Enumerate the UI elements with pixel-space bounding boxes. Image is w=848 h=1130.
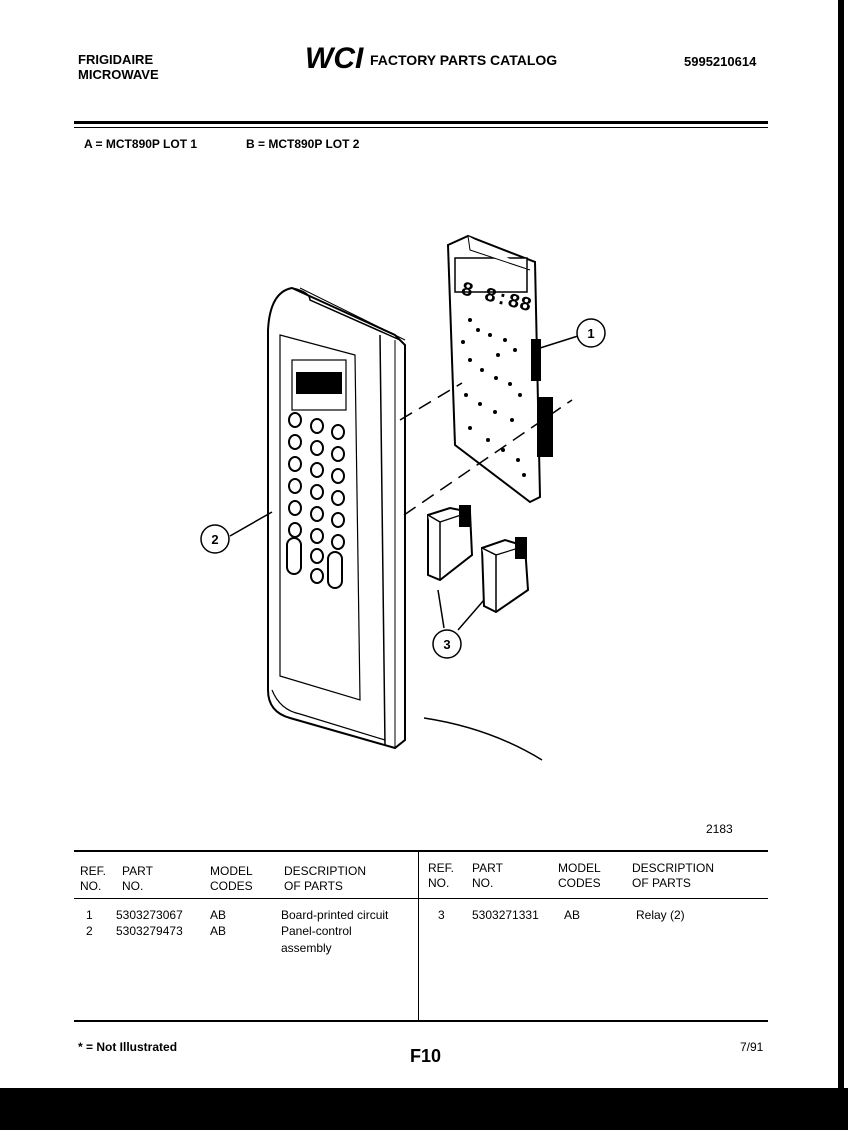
- not-illustrated-note: * = Not Illustrated: [78, 1040, 178, 1054]
- callout-1-label: 1: [587, 326, 594, 341]
- header-ref-no-right: REF. NO.: [428, 861, 455, 890]
- row-description-cont: assembly: [281, 941, 332, 955]
- row-part-no: 5303279473: [116, 924, 183, 938]
- callout-2: 2: [200, 524, 230, 554]
- page-date: 7/91: [740, 1040, 764, 1054]
- leader-lines: [229, 335, 579, 761]
- row-description: Relay (2): [636, 908, 685, 922]
- header-part-no-left: PART NO.: [122, 864, 153, 893]
- row-ref: 2: [86, 924, 93, 938]
- relay-drawings: [427, 505, 530, 614]
- wci-logo: WCI: [305, 42, 364, 72]
- logo-text: WCI: [305, 42, 364, 72]
- header-ref-no-left: REF. NO.: [80, 864, 107, 893]
- scan-border-bottom: [0, 1088, 848, 1130]
- row-part-no: 5303271331: [472, 908, 539, 922]
- table-header-rule: [74, 898, 768, 899]
- row-description: Board-printed circuit: [281, 908, 389, 922]
- catalog-title: FACTORY PARTS CATALOG: [370, 52, 558, 68]
- header-description-right: DESCRIPTION OF PARTS: [632, 861, 715, 890]
- row-model-codes: AB: [210, 908, 227, 922]
- row-model-codes: AB: [564, 908, 581, 922]
- table-bottom-rule: [74, 1020, 768, 1022]
- header-model-codes-right: MODEL CODES: [558, 861, 601, 890]
- circuit-board-drawing: 8 8:88: [446, 234, 553, 504]
- table-column-divider: [418, 852, 419, 1020]
- row-model-codes: AB: [210, 924, 227, 938]
- table-top-rule: [74, 850, 768, 852]
- page-number: F10: [410, 1046, 442, 1066]
- callout-3-label: 3: [443, 637, 450, 652]
- callout-1: 1: [576, 318, 606, 348]
- control-panel-drawing: [267, 286, 406, 750]
- row-description: Panel-control: [281, 924, 352, 938]
- header-part-no-right: PART NO.: [472, 861, 503, 890]
- product-name: MICROWAVE: [78, 67, 159, 82]
- row-ref: 3: [438, 908, 445, 922]
- row-part-no: 5303273067: [116, 908, 183, 922]
- brand-name: FRIGIDAIRE: [78, 52, 154, 67]
- brand-block: FRIGIDAIRE MICROWAVE: [78, 52, 159, 82]
- assembly-lines: [399, 382, 573, 516]
- scan-border-right: [838, 0, 844, 1090]
- header-model-codes-left: MODEL CODES: [210, 864, 253, 893]
- callout-2-label: 2: [211, 532, 218, 547]
- callout-3: 3: [432, 629, 462, 659]
- model-b: B = MCT890P LOT 2: [246, 137, 360, 151]
- drawing-number: 2183: [706, 822, 733, 836]
- row-ref: 1: [86, 908, 93, 922]
- model-a: A = MCT890P LOT 1: [84, 137, 198, 151]
- catalog-number: 5995210614: [684, 54, 757, 69]
- header-rule: [74, 121, 768, 124]
- header-rule-thin: [74, 127, 768, 128]
- header-description-left: DESCRIPTION OF PARTS: [284, 864, 367, 893]
